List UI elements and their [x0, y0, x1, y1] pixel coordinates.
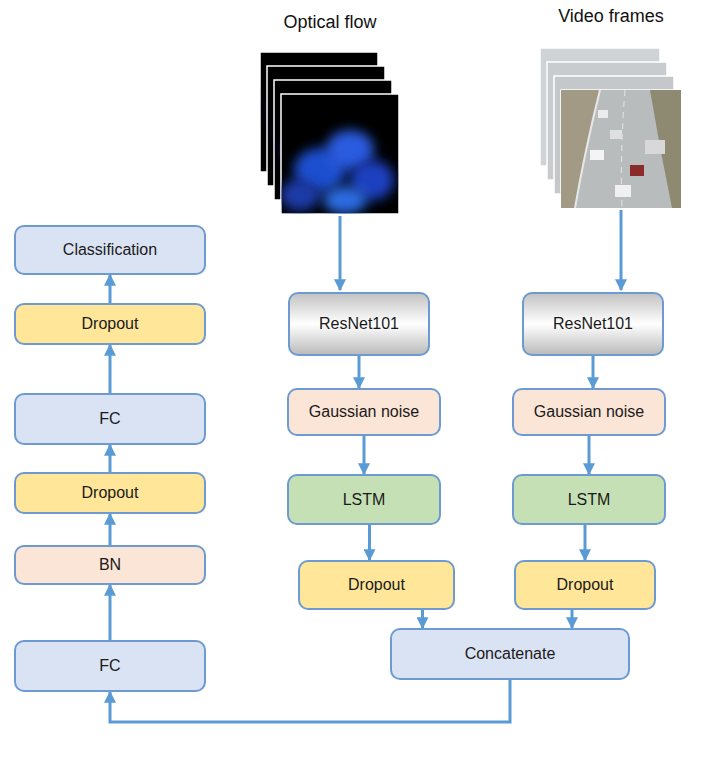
flow-arrow	[109, 275, 112, 303]
backbone-box: ResNet101	[522, 292, 664, 356]
flow-arrow	[109, 345, 112, 393]
flow-arrow	[421, 610, 424, 628]
node-label: Dropout	[557, 576, 614, 594]
dropout-box: Dropout	[14, 303, 206, 345]
flow-arrow	[368, 525, 371, 560]
flow-arrow	[571, 610, 574, 628]
flow-arrow	[592, 356, 595, 388]
bn-box: BN	[14, 545, 206, 585]
image-heading: Optical flow	[283, 12, 376, 33]
input-arrow	[339, 216, 342, 290]
concat-box: Concatenate	[390, 628, 630, 680]
dropout-box: Dropout	[14, 472, 206, 514]
flow-arrow	[584, 525, 587, 560]
node-label: BN	[99, 556, 121, 574]
lstm-box: LSTM	[512, 474, 666, 525]
node-label: Dropout	[82, 484, 139, 502]
node-label: LSTM	[568, 491, 611, 509]
node-label: FC	[99, 657, 120, 675]
node-label: ResNet101	[319, 315, 399, 333]
noise-box: Gaussian noise	[287, 388, 441, 436]
node-label: Dropout	[348, 576, 405, 594]
node-label: Concatenate	[465, 645, 556, 663]
node-label: Gaussian noise	[534, 403, 644, 421]
input-arrow	[620, 210, 623, 290]
node-label: Dropout	[82, 315, 139, 333]
node-label: Gaussian noise	[309, 403, 419, 421]
node-label: Classification	[63, 241, 157, 259]
flow-arrow	[358, 356, 361, 388]
dropout-box: Dropout	[514, 560, 656, 610]
flow-arrow	[109, 514, 112, 545]
flow-arrow	[109, 445, 112, 472]
fc-box: FC	[14, 393, 206, 445]
lstm-box: LSTM	[287, 474, 441, 525]
dropout-box: Dropout	[298, 560, 455, 610]
node-label: LSTM	[343, 491, 386, 509]
node-label: ResNet101	[553, 315, 633, 333]
classification-box: Classification	[14, 225, 206, 275]
optical-flow-stack	[260, 52, 399, 214]
node-label: FC	[99, 410, 120, 428]
fc-box: FC	[14, 640, 206, 692]
image-heading: Video frames	[558, 6, 664, 27]
flow-arrow	[588, 436, 591, 474]
noise-box: Gaussian noise	[512, 388, 666, 436]
backbone-box: ResNet101	[288, 292, 430, 356]
flow-arrow	[363, 436, 366, 474]
video-frames-stack	[540, 48, 681, 208]
flow-arrow	[109, 585, 112, 640]
